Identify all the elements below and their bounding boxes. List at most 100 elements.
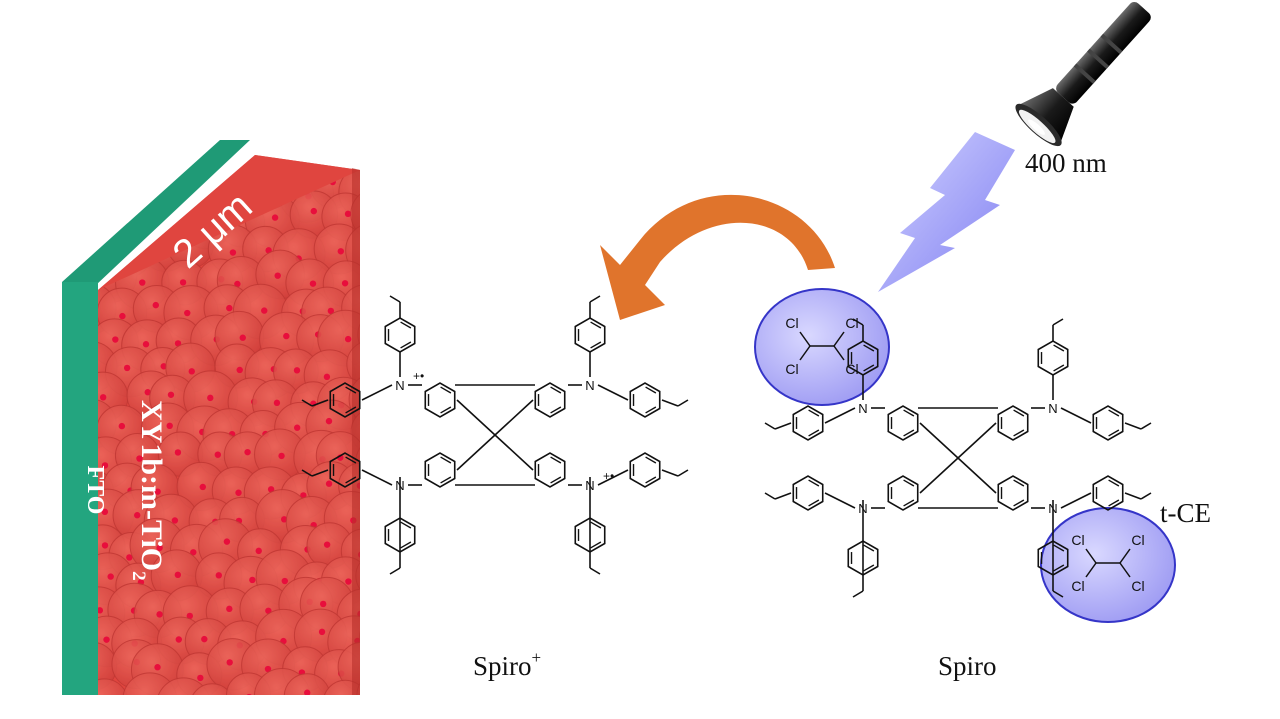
dye-dot: [383, 458, 389, 464]
film-right-edge: [352, 168, 360, 695]
dye-dot: [319, 600, 327, 608]
dye-dot: [166, 422, 173, 430]
spiro-plus-main: Spiro: [473, 651, 532, 681]
svg-text:Cl: Cl: [845, 315, 858, 331]
tio2-particle: [337, 641, 360, 692]
film-label: XY1b:m-TiO2: [128, 400, 168, 581]
dye-dot: [304, 689, 311, 695]
tio2-particle: [283, 673, 331, 695]
svg-text:+•: +•: [603, 469, 614, 483]
wavelength-label: 400 nm: [1025, 148, 1107, 178]
dye-dot: [364, 360, 370, 366]
dye-dot: [171, 517, 179, 524]
dye-dot: [273, 399, 281, 407]
dye-dot: [123, 364, 131, 372]
dye-dot: [190, 549, 197, 556]
tio2-particle: [359, 613, 360, 660]
spiro-plus-label: Spiro+: [473, 648, 541, 681]
fto-layer: [62, 282, 98, 695]
svg-text:Cl: Cl: [1131, 578, 1144, 594]
dye-dot: [186, 612, 194, 620]
dye-dot: [209, 706, 215, 712]
dye-dot: [197, 674, 204, 682]
svg-text:+•: +•: [413, 369, 424, 383]
tio2-particle: [348, 372, 360, 427]
dye-dot: [183, 699, 189, 705]
dye-dot: [370, 210, 376, 216]
dye-dot: [214, 451, 221, 458]
dye-dot: [345, 578, 352, 585]
dye-dot: [310, 207, 318, 215]
dye-dot: [344, 335, 352, 343]
dye-dot: [274, 272, 281, 279]
dye-dot: [118, 422, 126, 430]
tio2-particle: [355, 552, 360, 600]
dye-dot: [184, 309, 191, 317]
dye-dot: [372, 250, 378, 256]
film-label-subscript: 2: [128, 571, 149, 581]
dye-dot: [318, 628, 326, 636]
dye-dot: [369, 432, 375, 438]
dye-dot: [255, 547, 262, 555]
dye-dot: [154, 664, 161, 671]
tio2-particle: [356, 668, 360, 695]
dye-dot: [136, 455, 143, 462]
dye-dot: [152, 301, 159, 309]
tio2-particle: [189, 683, 235, 695]
dye-dot: [323, 541, 331, 548]
dye-dot: [127, 188, 135, 195]
dye-dot: [323, 373, 331, 381]
svg-text:Cl: Cl: [1131, 532, 1144, 548]
spiro-plus-molecule: N+•NNN+•: [301, 295, 689, 575]
tio2-particles: [97, 151, 389, 712]
dye-dot: [147, 700, 153, 706]
spiro-molecule: NNNN: [764, 318, 1152, 598]
dye-dot: [235, 489, 242, 496]
dye-dot: [223, 538, 231, 545]
dye-dot: [142, 151, 148, 157]
curved-arrow-icon: [600, 194, 835, 320]
dye-dot: [154, 182, 162, 189]
dye-dot: [215, 572, 223, 579]
dye-dot: [325, 417, 333, 425]
dye-dot: [341, 280, 349, 287]
tio2-particle: [350, 187, 360, 241]
dye-dot: [374, 574, 380, 580]
tio2-particle: [116, 170, 172, 183]
svg-text:N: N: [585, 378, 594, 393]
tio2-particle: [350, 407, 360, 456]
dye-dot: [327, 307, 335, 315]
dye-dot: [201, 635, 208, 643]
dye-dot: [229, 249, 237, 256]
dye-dot: [277, 696, 283, 702]
dye-dot: [97, 698, 103, 704]
dye-dot: [317, 154, 323, 160]
dye-dot: [264, 665, 272, 673]
dye-dot: [112, 336, 119, 343]
dye-dot: [345, 696, 351, 702]
dye-dot: [281, 577, 289, 585]
lightning-icon: [878, 132, 1015, 292]
electrode-block: 2 μm FTO XY1b:m-TiO2: [62, 140, 389, 712]
fto-side: [62, 140, 250, 285]
film-overlay: [98, 155, 360, 695]
dye-dot: [283, 332, 290, 340]
dye-dot: [337, 248, 344, 255]
dye-dot: [188, 368, 195, 375]
dye-dot: [363, 664, 369, 670]
tio2-particle: [122, 672, 178, 695]
dye-dot: [344, 210, 352, 218]
dye-dot: [226, 659, 233, 666]
dye-dot: [309, 280, 317, 287]
dye-dot: [380, 695, 386, 701]
dye-dot: [98, 211, 105, 219]
dye-dot: [360, 193, 366, 199]
dye-dot: [167, 391, 175, 398]
dye-dot: [382, 277, 388, 283]
dye-dot: [365, 306, 371, 312]
dye-dot: [293, 424, 301, 431]
dye-dot: [134, 512, 141, 519]
tce-label: t-CE: [1160, 498, 1211, 528]
dye-dot: [226, 605, 233, 613]
